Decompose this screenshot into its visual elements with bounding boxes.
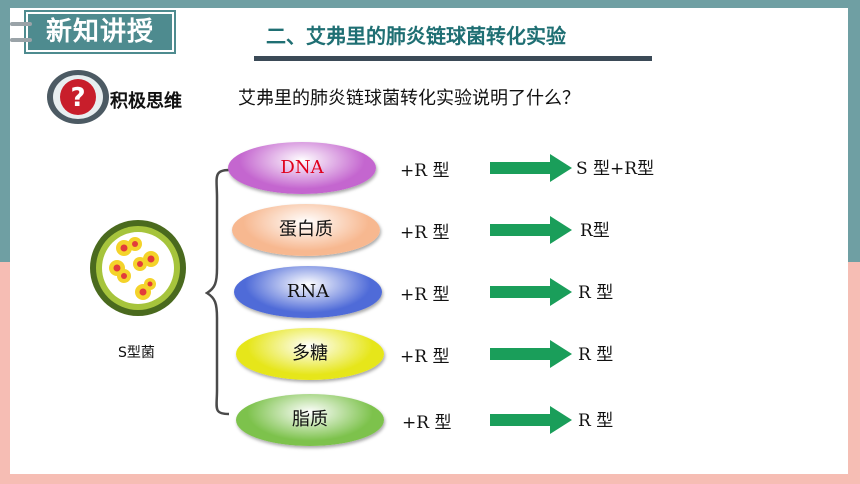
result-arrow-icon: [490, 154, 572, 182]
slide: 新知讲授 二、艾弗里的肺炎链球菌转化实验 ? 积极思维 艾弗里的肺炎链球菌转化实…: [10, 8, 848, 474]
page-title: 二、艾弗里的肺炎链球菌转化实验: [266, 24, 566, 48]
section-tag: 新知讲授: [26, 12, 174, 52]
component-ellipse: RNA: [234, 266, 382, 318]
result-arrow-icon: [490, 278, 572, 306]
result-label: R 型: [578, 345, 614, 365]
result-label: R 型: [578, 283, 614, 303]
component-ellipse: 蛋白质: [232, 204, 380, 256]
s-bacterium-icon: [90, 220, 186, 316]
added-r-type-label: +R 型: [400, 223, 450, 243]
result-label: R 型: [578, 411, 614, 431]
spiral-icon: [10, 22, 32, 26]
component-ellipse: DNA: [228, 142, 376, 194]
added-r-type-label: +R 型: [400, 285, 450, 305]
brace: [205, 168, 230, 416]
added-r-type-label: +R 型: [400, 161, 450, 181]
s-bacterium-label: S型菌: [118, 345, 155, 361]
result-arrow-icon: [490, 406, 572, 434]
question-mark-icon: ?: [47, 70, 109, 124]
question-text: 艾弗里的肺炎链球菌转化实验说明了什么？: [238, 88, 580, 109]
thinking-label: 积极思维: [110, 91, 182, 112]
spiral-icon: [10, 38, 32, 42]
component-ellipse: 脂质: [236, 394, 384, 446]
result-arrow-icon: [490, 340, 572, 368]
result-label: S 型+R型: [576, 159, 655, 179]
title-underline: [254, 56, 652, 61]
component-ellipse: 多糖: [236, 328, 384, 380]
added-r-type-label: +R 型: [402, 413, 452, 433]
result-label: R型: [580, 221, 610, 241]
svg-text:?: ?: [70, 83, 85, 113]
added-r-type-label: +R 型: [400, 347, 450, 367]
result-arrow-icon: [490, 216, 572, 244]
